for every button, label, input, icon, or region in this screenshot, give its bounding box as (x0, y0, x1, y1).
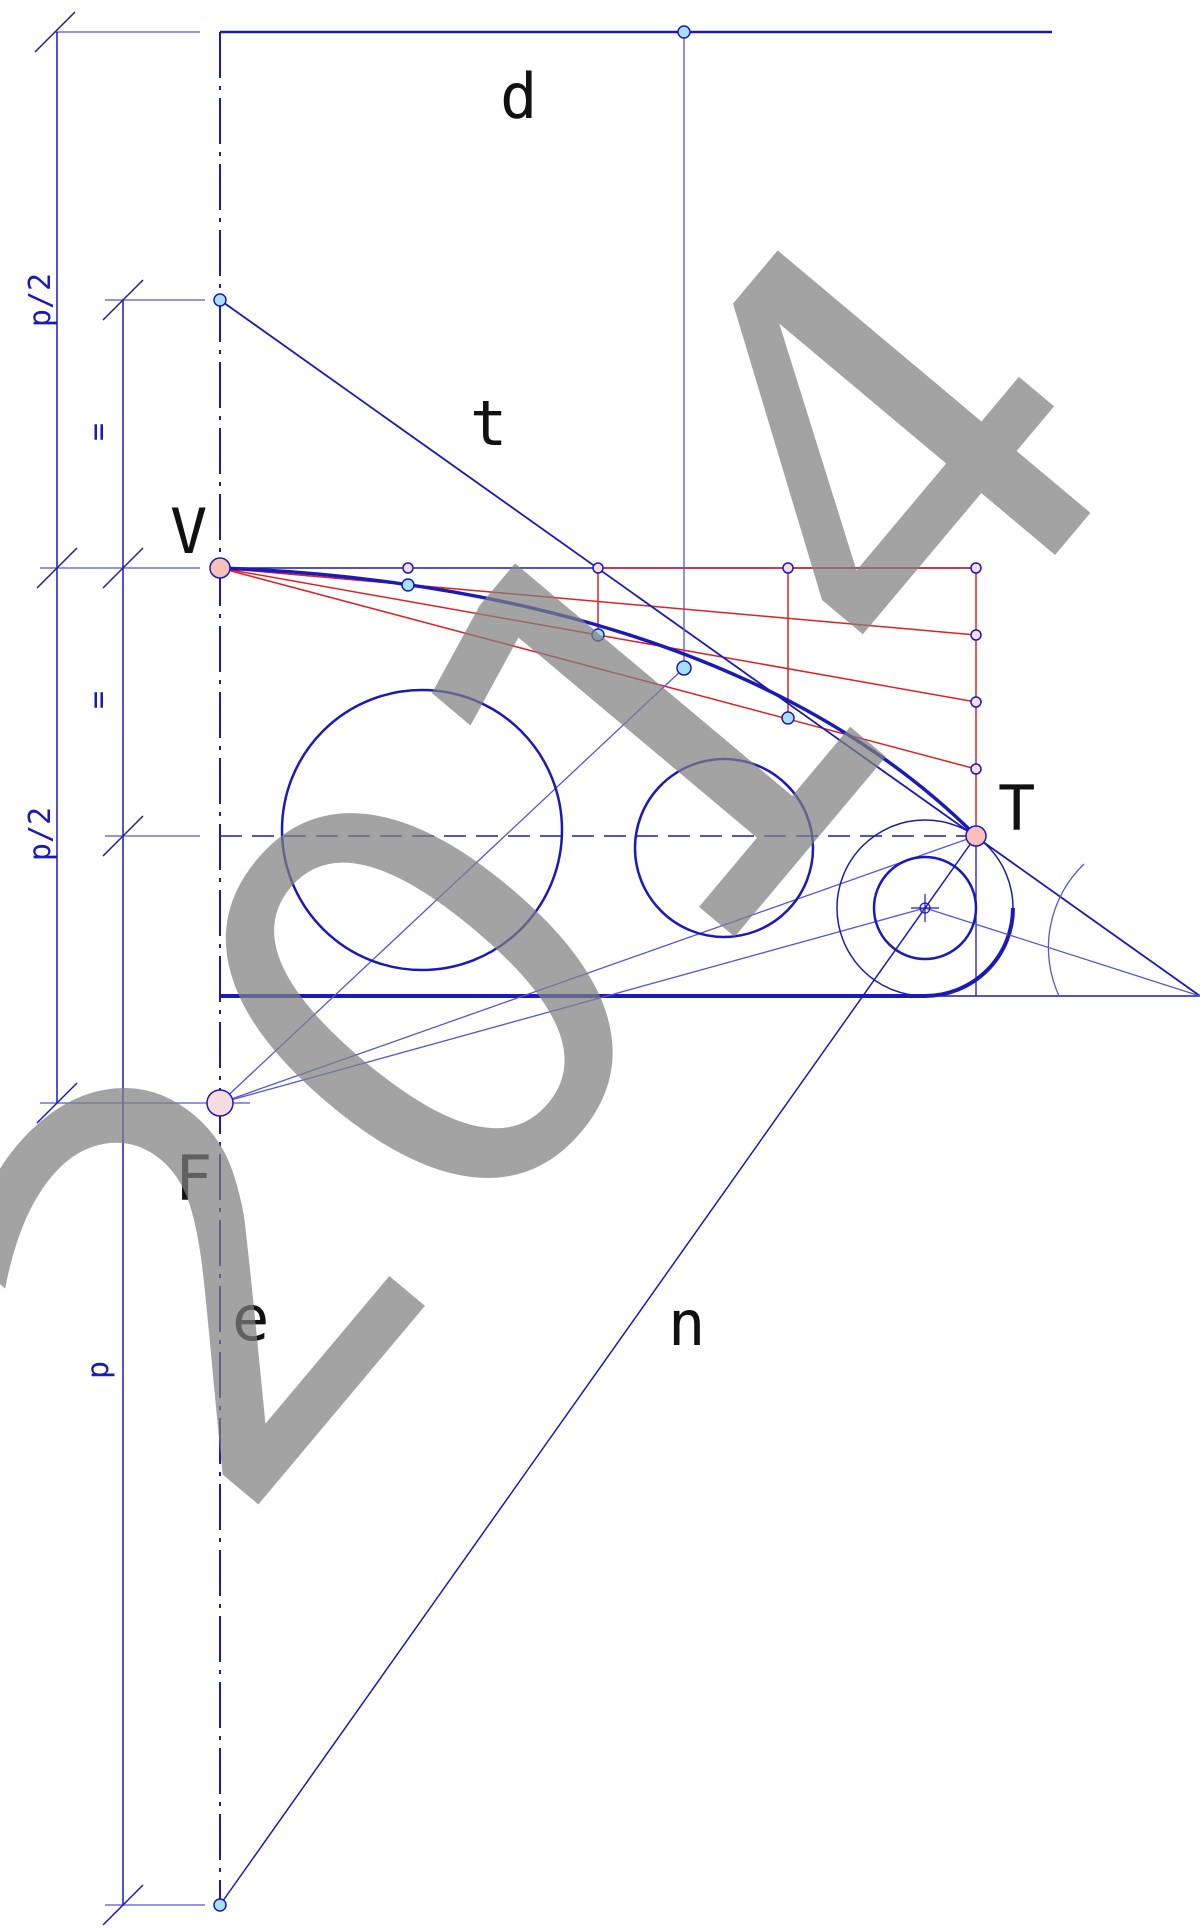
circle-medium (633, 757, 815, 939)
circle-small-outer (836, 819, 1014, 997)
normal-n (219, 835, 977, 1906)
label-d: d (500, 60, 537, 133)
angle-arc (1047, 863, 1085, 997)
tangent-t (219, 299, 1200, 997)
focus-ray-to-curve (219, 667, 685, 1104)
dim-label-equal-top: = (81, 423, 116, 441)
focus-ray-to-vertex (219, 907, 926, 1104)
dim-label-equal-bottom: = (81, 691, 116, 709)
dim-label-p: p (81, 1361, 116, 1379)
tick-T-level (102, 815, 144, 857)
circle-small-inner (872, 855, 978, 961)
angle-ray (924, 907, 1200, 997)
tangency-point-T (965, 825, 987, 847)
tick-focus (36, 1082, 78, 1124)
small-construction-points (402, 562, 982, 775)
centre-mark (911, 894, 939, 922)
label-n: n (668, 1287, 705, 1360)
dim-label-p-half-top: p/2 (23, 273, 58, 327)
label-T: T (998, 772, 1035, 845)
watermark-year: 2014 (0, 111, 1200, 1622)
label-F: F (175, 1142, 212, 1215)
tick-bottom (102, 1884, 144, 1926)
focus-ray-to-T (219, 835, 977, 1104)
parabola-curve (219, 566, 978, 838)
dim-label-p-half-bottom: p/2 (23, 807, 58, 861)
circle-large (280, 688, 564, 972)
vertex-point-V (209, 557, 231, 579)
label-e: e (232, 1282, 269, 1355)
tick-vertex-inner (102, 547, 144, 589)
focus-point-F (206, 1089, 234, 1117)
label-V: V (170, 495, 207, 568)
tick-vertex-outer (36, 547, 78, 589)
tick-top (102, 279, 144, 321)
curve-points (213, 25, 795, 1912)
directrix-tick (34, 11, 76, 53)
label-t: t (470, 387, 507, 460)
